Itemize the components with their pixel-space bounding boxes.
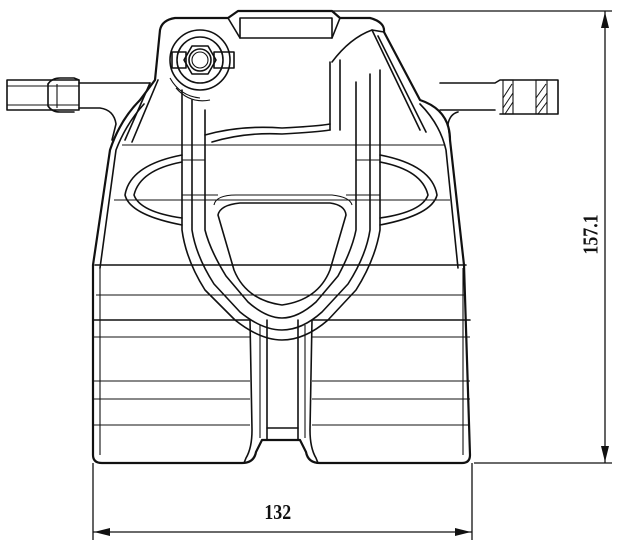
height-dimension (262, 10, 612, 464)
caliper-body (91, 9, 472, 465)
arrow-right-icon (455, 528, 471, 536)
arrow-down-icon (601, 446, 609, 462)
hex-nut-icon (183, 45, 217, 75)
width-dimension (92, 463, 473, 540)
bleed-fitting (169, 29, 235, 102)
centre-channel (243, 319, 319, 464)
right-mounting-ear (439, 79, 559, 141)
width-dimension-label: 132 (264, 500, 292, 524)
left-mounting-ear (6, 77, 159, 143)
height-dimension-label: 157.1 (578, 214, 603, 255)
hatch-pattern (502, 83, 548, 115)
arrow-up-icon (601, 12, 609, 28)
arrow-left-icon (94, 528, 110, 536)
central-bridge (124, 17, 438, 341)
